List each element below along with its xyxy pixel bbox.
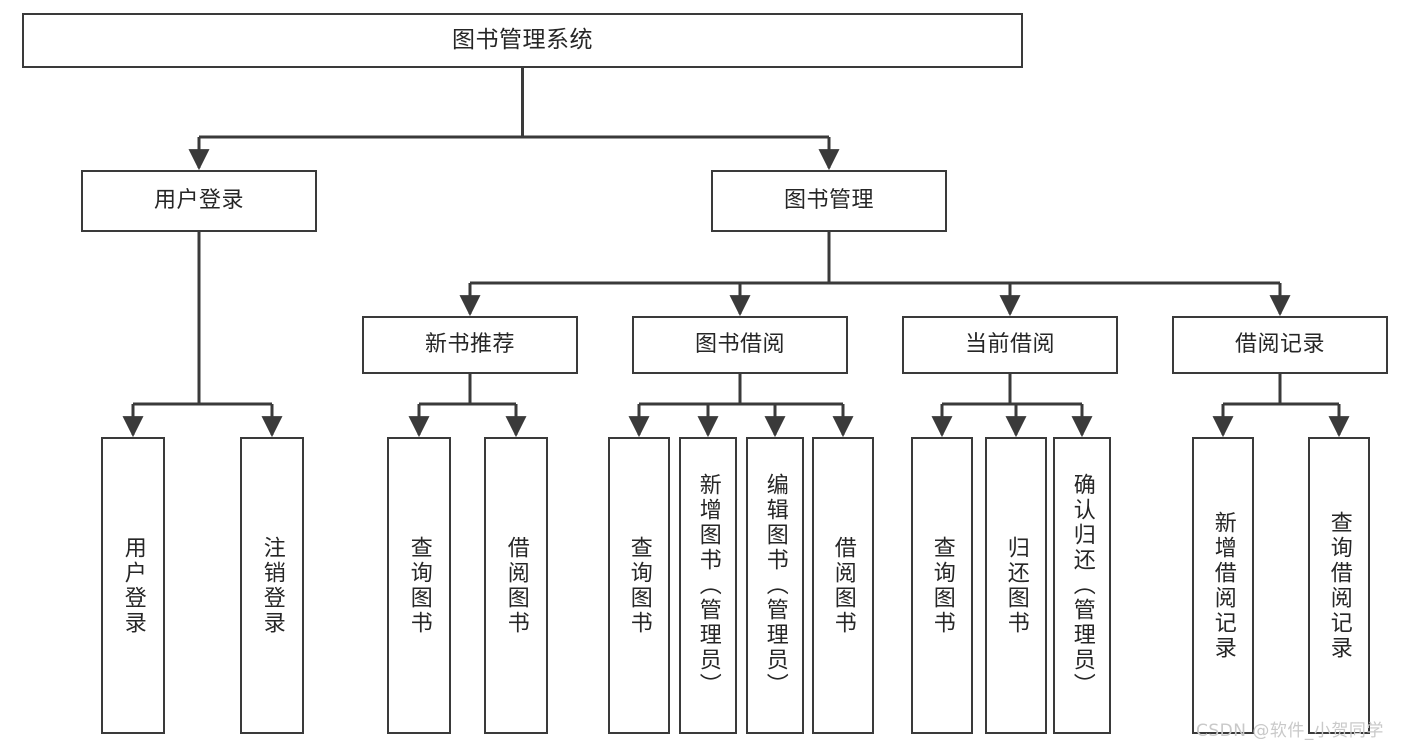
node-label: 当前借阅 [964,331,1055,357]
leaf-borrow-add-book-admin[interactable]: 新增图书（管理员） [679,437,737,734]
node-book-management[interactable]: 图书管理 [711,170,947,232]
node-label: 借阅图书 [830,535,856,636]
node-label: 查询图书 [626,535,652,636]
csdn-watermark: CSDN @软件_小贺同学 [1196,721,1384,741]
node-label: 查询图书 [929,535,955,636]
node-label: 确认归还（管理员） [1069,473,1095,698]
node-new-book-recommendation[interactable]: 新书推荐 [362,316,578,374]
node-label: 归还图书 [1003,535,1029,636]
node-label: 新书推荐 [424,331,515,357]
node-label: 借阅图书 [503,535,529,636]
leaf-borrow-edit-book-admin[interactable]: 编辑图书（管理员） [746,437,804,734]
node-label: 查询借阅记录 [1326,510,1352,661]
node-label: 用户登录 [153,187,244,213]
node-label: 借阅记录 [1234,331,1325,357]
node-label: 编辑图书（管理员） [762,473,788,698]
leaf-borrow-query-books[interactable]: 查询图书 [608,437,670,734]
leaf-newbook-query-books[interactable]: 查询图书 [387,437,451,734]
node-book-borrowing[interactable]: 图书借阅 [632,316,848,374]
leaf-logout[interactable]: 注销登录 [240,437,304,734]
leaf-records-add-record[interactable]: 新增借阅记录 [1192,437,1254,734]
node-label: 查询图书 [406,535,432,636]
node-label: 用户登录 [120,535,146,636]
node-current-borrowing[interactable]: 当前借阅 [902,316,1118,374]
leaf-newbook-borrow-books[interactable]: 借阅图书 [484,437,548,734]
leaf-user-login[interactable]: 用户登录 [101,437,165,734]
node-label: 图书借阅 [694,331,785,357]
leaf-current-return-books[interactable]: 归还图书 [985,437,1047,734]
node-label: 图书管理系统 [452,26,593,53]
node-borrowing-records[interactable]: 借阅记录 [1172,316,1388,374]
leaf-current-query-books[interactable]: 查询图书 [911,437,973,734]
node-user-login[interactable]: 用户登录 [81,170,317,232]
node-label: 新增图书（管理员） [695,473,721,698]
leaf-current-confirm-return-admin[interactable]: 确认归还（管理员） [1053,437,1111,734]
node-label: 新增借阅记录 [1210,510,1236,661]
leaf-records-query-record[interactable]: 查询借阅记录 [1308,437,1370,734]
node-label: 图书管理 [783,187,874,213]
node-label: 注销登录 [259,535,285,636]
leaf-borrow-borrow-books[interactable]: 借阅图书 [812,437,874,734]
node-root-book-management-system[interactable]: 图书管理系统 [22,13,1023,68]
